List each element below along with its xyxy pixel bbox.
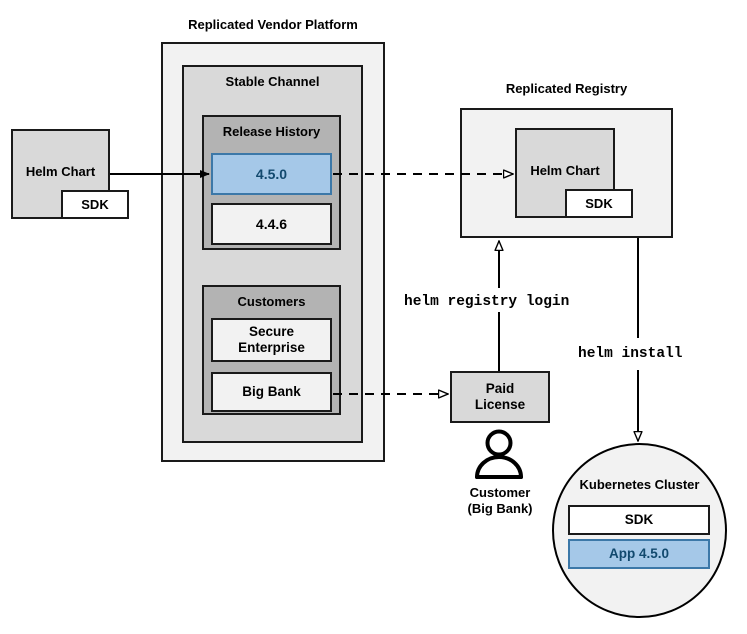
release-version-label: 4.5.0	[255, 165, 288, 182]
customer-actor-line1: Customer	[469, 485, 531, 500]
paid-license-label: Paid License	[474, 380, 526, 412]
source-helm-chart-label: Helm Chart	[25, 164, 96, 179]
source-helm-chart-box[interactable]: Helm Chart	[11, 129, 110, 219]
helm-registry-login-command: helm registry login	[404, 294, 570, 310]
release-history-label: Release History	[222, 124, 321, 139]
customer-item-secure-enterprise[interactable]: Secure Enterprise	[211, 318, 332, 362]
vendor-platform-title: Replicated Vendor Platform	[188, 17, 358, 32]
release-item-4-4-6[interactable]: 4.4.6	[211, 203, 332, 245]
customer-name-label: Big Bank	[242, 383, 301, 399]
helm-install-command: helm install	[578, 346, 683, 362]
customer-name-label: Secure Enterprise	[238, 323, 305, 355]
customers-label: Customers	[237, 294, 306, 309]
source-sdk-label: SDK	[81, 196, 109, 212]
paid-license-box[interactable]: Paid License	[450, 371, 550, 423]
registry-title: Replicated Registry	[505, 81, 628, 96]
cluster-item-app[interactable]: App 4.5.0	[568, 539, 710, 569]
person-icon	[475, 429, 523, 479]
customer-item-big-bank[interactable]: Big Bank	[211, 372, 332, 412]
cluster-item-label: SDK	[624, 511, 654, 527]
release-version-label: 4.4.6	[255, 215, 288, 232]
customer-actor-line2: (Big Bank)	[467, 500, 533, 516]
cluster-item-sdk[interactable]: SDK	[568, 505, 710, 535]
stable-channel-label: Stable Channel	[225, 74, 320, 89]
registry-helm-chart-label: Helm Chart	[530, 163, 600, 178]
registry-sdk-box[interactable]: SDK	[565, 189, 633, 218]
kubernetes-cluster-label: Kubernetes Cluster	[579, 477, 700, 492]
release-item-4-5-0[interactable]: 4.5.0	[211, 153, 332, 195]
cluster-item-label: App 4.5.0	[608, 545, 670, 561]
registry-sdk-label: SDK	[585, 195, 613, 211]
customer-actor-caption: Customer (Big Bank)	[440, 485, 560, 516]
source-sdk-box[interactable]: SDK	[61, 190, 129, 219]
